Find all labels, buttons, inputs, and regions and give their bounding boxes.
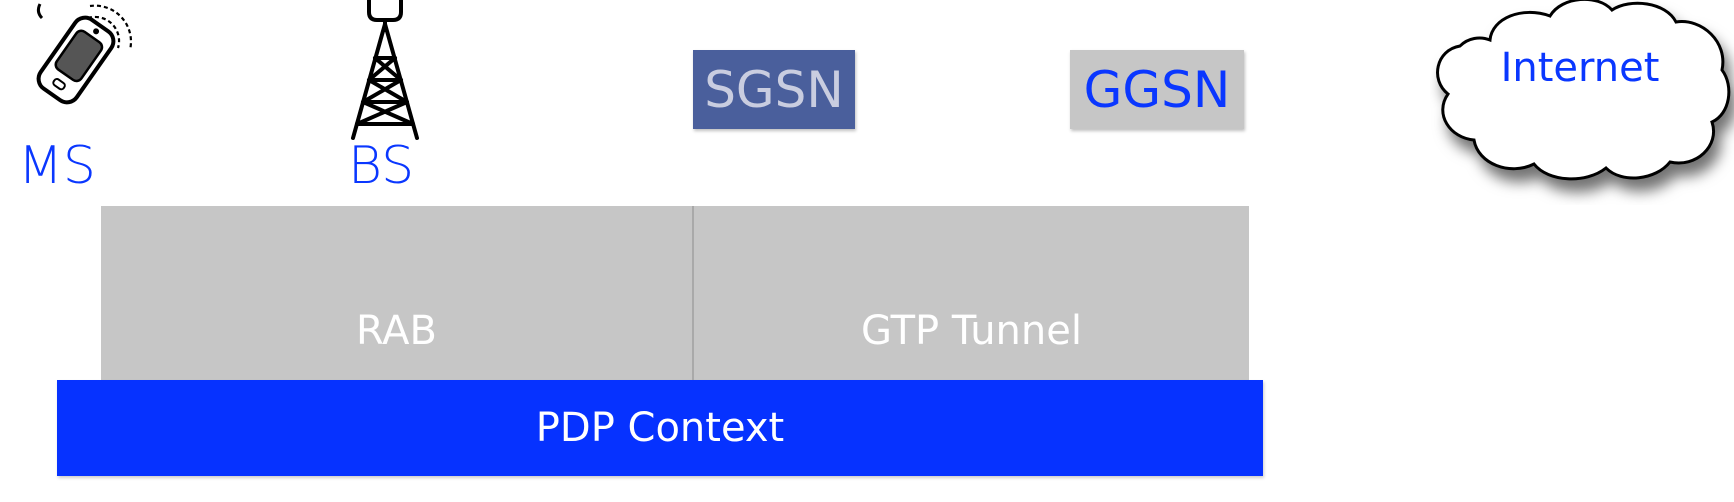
ggsn-label: GGSN (1083, 60, 1231, 119)
cloud-icon (1436, 0, 1731, 181)
rab-layer: RAB (101, 206, 692, 381)
internet-label: Internet (1500, 45, 1660, 91)
rab-label: RAB (356, 308, 437, 354)
gtp-tunnel-layer: GTP Tunnel (692, 206, 1249, 381)
pdp-context-label: PDP Context (535, 405, 785, 451)
bs-label: BS (348, 136, 415, 196)
pdp-context-layer: PDP Context (57, 380, 1263, 476)
sgsn-box: SGSN (693, 50, 855, 129)
mobile-phone-icon (36, 3, 133, 105)
sgsn-label: SGSN (704, 60, 844, 119)
ggsn-box: GGSN (1070, 50, 1244, 129)
ms-label: MS (18, 136, 96, 196)
cell-tower-icon (351, 0, 419, 140)
gtp-tunnel-label: GTP Tunnel (861, 308, 1082, 354)
